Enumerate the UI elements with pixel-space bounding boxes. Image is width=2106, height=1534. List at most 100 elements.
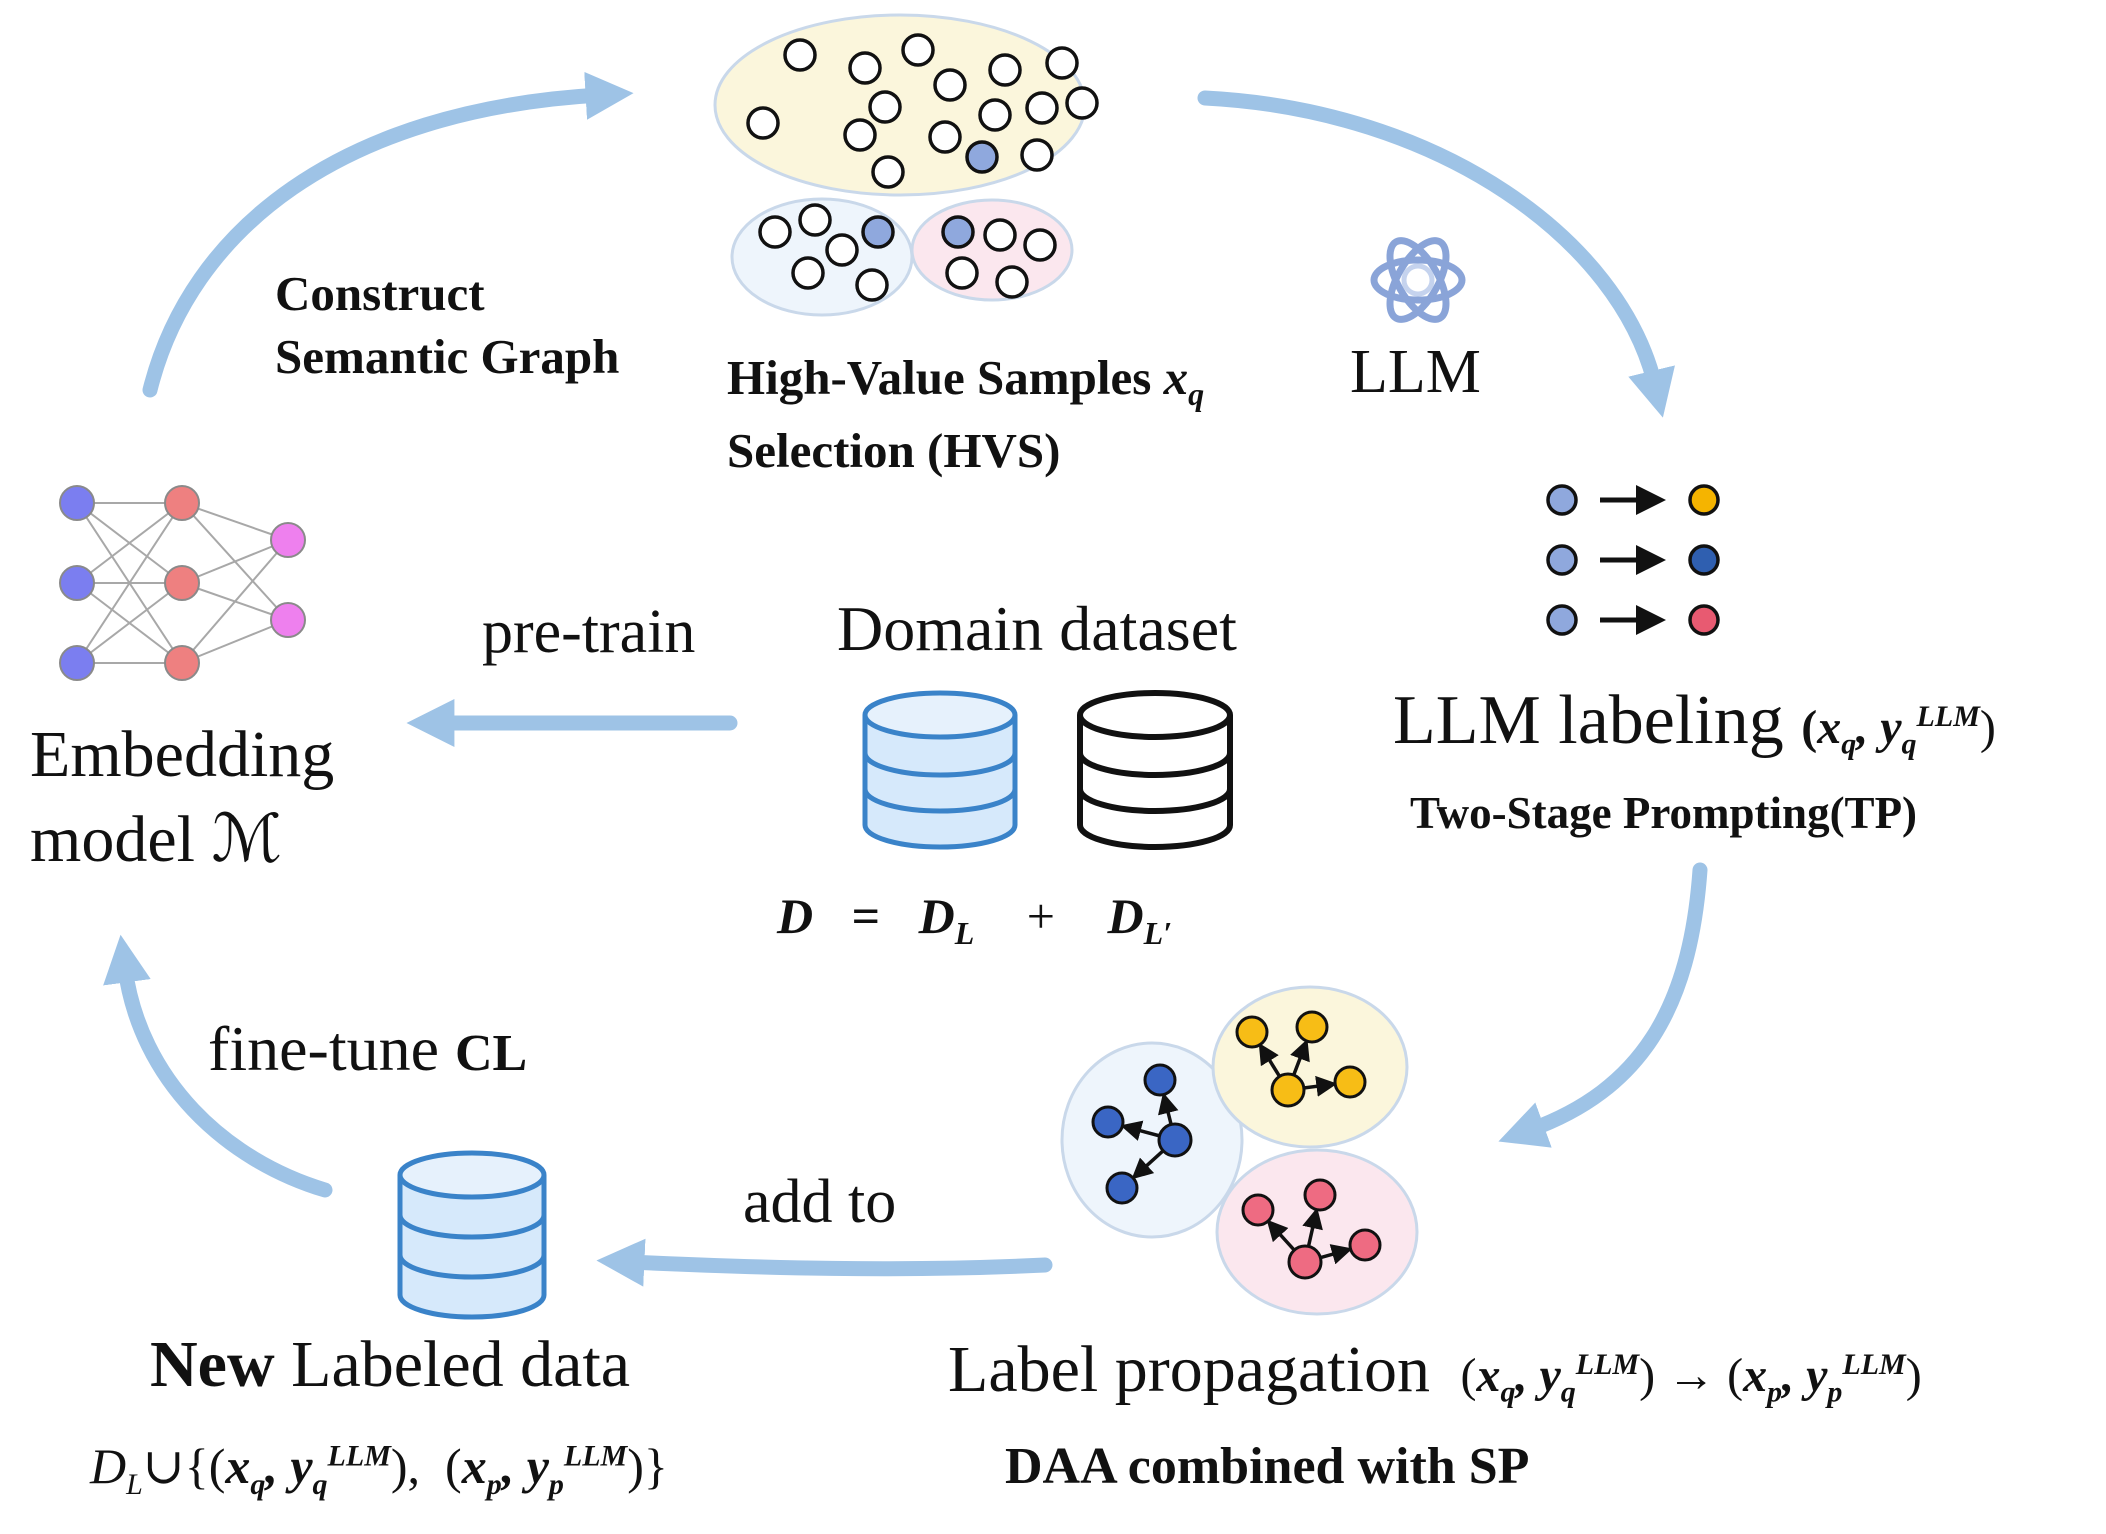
hvs-sample-node <box>825 233 859 267</box>
hvs-sample-node <box>983 218 1017 252</box>
newlabeled-mid: ), ( <box>390 1438 462 1494</box>
newlabeled-title: New Labeled data <box>150 1330 630 1399</box>
llm-label: LLM <box>1350 338 1481 406</box>
hvs-sample-node <box>791 256 825 290</box>
hvs-sample-node <box>965 140 999 174</box>
nn-input-node <box>59 645 95 681</box>
hvs-sample-node <box>928 120 962 154</box>
nn-edge <box>181 502 289 541</box>
hvs-sample-node <box>868 90 902 124</box>
finetune-text: fine-tune <box>208 1013 439 1084</box>
labeled-node <box>1688 544 1720 576</box>
hvs-sample-node <box>1020 138 1054 172</box>
hvs-sample-node <box>978 98 1012 132</box>
unlabeled-database-icon <box>1077 690 1233 850</box>
domain-eq-dlp-sub: L′ <box>1143 915 1173 951</box>
blue-leaf-node <box>1105 1171 1139 1205</box>
labeling-formula-open: ( <box>1801 701 1818 754</box>
domain-eq-plus: + <box>1026 888 1055 944</box>
nn-hidden-node <box>164 485 200 521</box>
newlabeled-formula: DL∪{(xq, yqLLM), (xp, ypLLM)} <box>90 1440 668 1501</box>
hvs-sample-node <box>995 265 1029 299</box>
blue-leaf-node <box>1143 1063 1177 1097</box>
pink-leaf-node <box>1303 1178 1337 1212</box>
fine-tune-arrow <box>103 934 333 1198</box>
nn-edge <box>181 539 289 584</box>
embedding-line2: model ℳ <box>30 803 283 877</box>
propagation-clusters <box>1060 985 1419 1316</box>
hvs-sample-node <box>758 215 792 249</box>
pink-center-node <box>1287 1244 1323 1280</box>
hvs-sample-node <box>1045 46 1079 80</box>
blue-leaf-node <box>1091 1105 1125 1139</box>
hvs-sample-node <box>783 38 817 72</box>
blue-center-node <box>1157 1122 1193 1158</box>
hvs-var-sub: q <box>1188 375 1205 412</box>
hvs-sample-node <box>746 106 780 140</box>
hvs-sample-node <box>1025 91 1059 125</box>
hvs-sample-node <box>933 68 967 102</box>
nn-output-node <box>270 602 306 638</box>
hvs-label: High-Value Samples xq Selection (HVS) <box>727 352 1204 477</box>
labeling-to-propagation-arrow <box>1498 862 1708 1148</box>
finetune-label: fine-tune CL <box>208 1015 527 1082</box>
newlabeled-dl: DL <box>90 1438 143 1501</box>
labeling-title-text: LLM labeling <box>1393 682 1784 759</box>
labeling-title: LLM labeling (xq, yqLLM) <box>1393 684 1996 760</box>
labeled-node <box>1688 484 1720 516</box>
domain-eq-dl-sub: L <box>954 915 975 951</box>
hvs-var: x <box>1163 350 1189 405</box>
labeled-database-icon <box>862 690 1018 850</box>
domain-eq-dlp: D <box>1107 888 1144 944</box>
domain-equation: D = DL + DL′ <box>777 890 1172 951</box>
pink-leaf-node <box>1241 1193 1275 1227</box>
labeled-node <box>1688 604 1720 636</box>
embedding-label: Embedding model ℳ <box>30 720 334 875</box>
add-to-arrow <box>596 1238 1053 1287</box>
hvs-sample-node <box>945 256 979 290</box>
newlabeled-xp: xp, ypLLM <box>461 1438 628 1501</box>
newlabeled-union: ∪{( <box>142 1438 226 1494</box>
addto-label: add to <box>743 1168 897 1236</box>
hvs-sample-node <box>848 51 882 85</box>
yellow-leaf-node <box>1295 1010 1329 1044</box>
source-node <box>1546 544 1578 576</box>
nn-input-node <box>59 565 95 601</box>
hvs-title-text: High-Value Samples <box>727 350 1152 405</box>
domain-eq-d: D <box>777 888 814 944</box>
domain-title: Domain dataset <box>837 593 1237 664</box>
nn-input-node <box>59 485 95 521</box>
nn-edge <box>181 619 289 664</box>
hvs-sample-node <box>1065 86 1099 120</box>
hvs-title-line1: High-Value Samples xq <box>727 352 1204 411</box>
labeling-subtitle: Two-Stage Prompting(TP) <box>1410 788 1918 838</box>
propagation-subtitle: DAA combined with SP <box>1005 1438 1530 1495</box>
newlabeled-new: New <box>150 1328 275 1401</box>
hvs-sample-node <box>988 53 1022 87</box>
construct-graph-arrow <box>142 71 634 398</box>
label-mapping-rows <box>1546 484 1720 636</box>
newlabeled-xq: xq, yqLLM <box>225 1438 391 1501</box>
construct-line1: Construct <box>275 266 485 321</box>
nn-edge <box>76 502 183 664</box>
propagation-nodes <box>1091 1010 1382 1280</box>
construct-label: Construct Semantic Graph <box>275 268 619 383</box>
propagation-title: Label propagation (xq, yqLLM) → (xp, ypL… <box>948 1335 1922 1408</box>
nn-output-node <box>270 522 306 558</box>
domain-eq-dl: D <box>918 888 955 944</box>
new-labeled-database-icon <box>397 1150 547 1320</box>
finetune-cl: CL <box>455 1025 528 1082</box>
construct-line2: Semantic Graph <box>275 329 620 385</box>
hvs-nodes <box>746 33 1099 302</box>
domain-eq-equals: = <box>851 888 881 944</box>
nn-hidden-node <box>164 565 200 601</box>
newlabeled-end: )} <box>627 1438 668 1494</box>
propagation-pink-cluster <box>1215 1148 1419 1316</box>
yellow-leaf-node <box>1235 1015 1269 1049</box>
embedding-network-icon <box>59 485 306 681</box>
hvs-sample-node <box>843 118 877 152</box>
openai-knot-icon <box>1370 237 1466 323</box>
propagation-title-text: Label propagation <box>948 1333 1430 1406</box>
yellow-leaf-node <box>1333 1065 1367 1099</box>
hvs-sample-node <box>941 215 975 249</box>
